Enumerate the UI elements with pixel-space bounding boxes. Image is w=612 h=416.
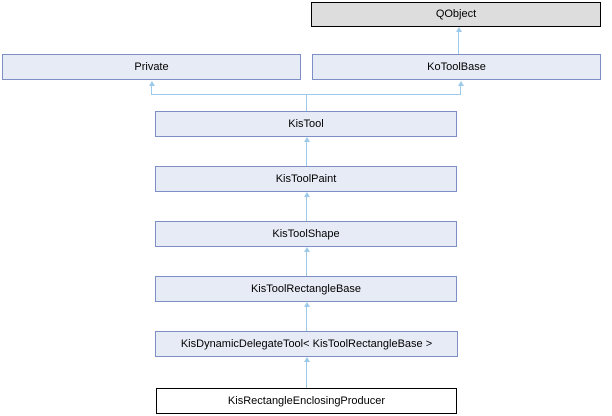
edge-kisrectangleenclosingproducer-to-kisdynamicdelegatetool xyxy=(306,362,307,388)
node-kistoolpaint[interactable]: KisToolPaint xyxy=(155,166,457,192)
node-kistoolshape[interactable]: KisToolShape xyxy=(155,221,457,247)
node-kisrectangleenclosingproducer[interactable]: KisRectangleEnclosingProducer xyxy=(156,388,457,414)
node-private[interactable]: Private xyxy=(2,54,301,80)
node-label-kotoolbase: KoToolBase xyxy=(427,60,486,73)
arrowhead-kisdynamicdelegatetool-to-kistoolrectanglebase xyxy=(304,302,310,307)
node-label-kisdynamicdelegatetool: KisDynamicDelegateTool< KisToolRectangle… xyxy=(180,337,433,350)
edge-kistoolrectanglebase-to-kistoolshape xyxy=(306,252,307,276)
edge-kisdynamicdelegatetool-to-kistoolrectanglebase xyxy=(306,307,307,331)
node-label-private: Private xyxy=(134,60,169,73)
node-label-kistoolshape: KisToolShape xyxy=(272,227,340,240)
node-label-kistoolpaint: KisToolPaint xyxy=(275,172,337,185)
arrowhead-kisrectangleenclosingproducer-to-kisdynamicdelegatetool xyxy=(304,357,310,362)
arrowhead-kistoolrectanglebase-to-kistoolshape xyxy=(304,247,310,252)
node-kistool[interactable]: KisTool xyxy=(155,111,457,137)
edge-kistoolpaint-to-kistool xyxy=(306,142,307,166)
edge-kistool-branch-bar xyxy=(151,94,461,95)
edge-kotoolbase-to-qobject xyxy=(458,32,459,54)
edge-kistool-to-kotoolbase xyxy=(460,86,461,95)
arrowhead-kistoolshape-to-kistoolpaint xyxy=(304,192,310,197)
node-kotoolbase[interactable]: KoToolBase xyxy=(312,54,601,80)
arrowhead-kotoolbase-to-qobject xyxy=(456,27,462,32)
arrowhead-kistool-to-kotoolbase xyxy=(458,81,464,86)
arrowhead-kistool-to-private xyxy=(149,81,155,86)
edge-kistool-to-private xyxy=(151,86,152,95)
node-qobject[interactable]: QObject xyxy=(311,2,601,27)
edge-kistool-branch-stem xyxy=(306,94,307,111)
arrowhead-kistoolpaint-to-kistool xyxy=(304,137,310,142)
node-label-kistool: KisTool xyxy=(288,117,324,130)
node-label-kisrectangleenclosingproducer: KisRectangleEnclosingProducer xyxy=(227,394,386,407)
edge-kistoolshape-to-kistoolpaint xyxy=(306,197,307,221)
node-kistoolrectanglebase[interactable]: KisToolRectangleBase xyxy=(155,276,457,302)
node-label-kistoolrectanglebase: KisToolRectangleBase xyxy=(250,282,362,295)
node-label-qobject: QObject xyxy=(435,8,477,20)
node-kisdynamicdelegatetool[interactable]: KisDynamicDelegateTool< KisToolRectangle… xyxy=(155,331,458,357)
